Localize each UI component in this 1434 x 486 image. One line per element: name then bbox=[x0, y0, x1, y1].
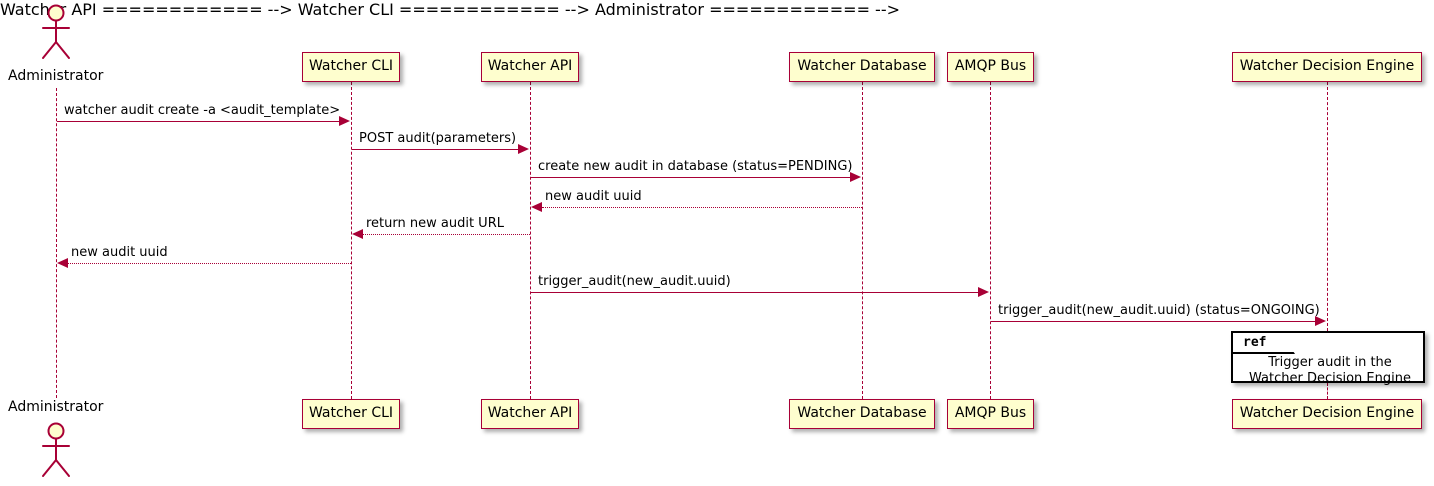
participant-amqp-bus-top[interactable]: AMQP Bus bbox=[947, 52, 1034, 82]
avatar-administrator-top bbox=[33, 4, 79, 60]
message-label-0: watcher audit create -a <audit_template> bbox=[64, 103, 341, 118]
lifeline-watcher-decision-engine bbox=[1327, 82, 1328, 331]
participant-label-administrator-top: Administrator bbox=[8, 68, 104, 84]
message-arrowhead-4 bbox=[352, 229, 363, 239]
avatar-administrator-bottom bbox=[33, 422, 79, 478]
participant-watcher-database-bottom[interactable]: Watcher Database bbox=[789, 399, 935, 429]
message-arrowhead-0 bbox=[339, 116, 350, 126]
lifeline-watcher-database bbox=[862, 82, 863, 399]
participant-watcher-decision-engine-top[interactable]: Watcher Decision Engine bbox=[1232, 52, 1422, 82]
message-line-1 bbox=[352, 149, 519, 150]
message-label-3: new audit uuid bbox=[545, 189, 642, 204]
participant-watcher-api-top[interactable]: Watcher API bbox=[481, 52, 579, 82]
participant-watcher-api-bottom[interactable]: Watcher API bbox=[481, 399, 579, 429]
lifeline-administrator bbox=[56, 88, 57, 398]
ref-fragment: ref Trigger audit in the Watcher Decisio… bbox=[1231, 331, 1425, 386]
participant-watcher-database-top[interactable]: Watcher Database bbox=[789, 52, 935, 82]
message-line-7 bbox=[991, 321, 1316, 322]
message-line-5 bbox=[68, 263, 351, 264]
ref-fragment-line2: Watcher Decision Engine bbox=[1249, 371, 1411, 386]
lifeline-amqp-bus bbox=[990, 82, 991, 399]
participant-watcher-cli-bottom[interactable]: Watcher CLI bbox=[302, 399, 400, 429]
participant-label-administrator-bottom: Administrator bbox=[8, 399, 104, 415]
message-arrowhead-2 bbox=[850, 172, 861, 182]
message-line-2 bbox=[531, 177, 851, 178]
message-label-4: return new audit URL bbox=[366, 216, 504, 231]
ref-fragment-line1: Trigger audit in the bbox=[1268, 355, 1392, 370]
ref-fragment-tab-label: ref bbox=[1243, 335, 1267, 350]
message-arrowhead-3 bbox=[531, 202, 542, 212]
message-line-0 bbox=[57, 121, 340, 122]
participant-watcher-decision-engine-bottom[interactable]: Watcher Decision Engine bbox=[1232, 399, 1422, 429]
message-line-6 bbox=[531, 292, 979, 293]
message-label-5: new audit uuid bbox=[71, 245, 168, 260]
message-arrowhead-1 bbox=[518, 144, 529, 154]
lifeline-watcher-cli bbox=[351, 82, 352, 399]
ref-fragment-tab bbox=[1233, 333, 1295, 354]
message-arrowhead-6 bbox=[978, 287, 989, 297]
message-label-7: trigger_audit(new_audit.uuid) (status=ON… bbox=[998, 303, 1320, 318]
lifeline-watcher-api bbox=[530, 82, 531, 399]
message-line-4 bbox=[363, 234, 530, 235]
message-label-1: POST audit(parameters) bbox=[359, 131, 517, 146]
message-arrowhead-7 bbox=[1315, 316, 1326, 326]
participant-watcher-cli-top[interactable]: Watcher CLI bbox=[302, 52, 400, 82]
message-arrowhead-5 bbox=[57, 258, 68, 268]
message-label-2: create new audit in database (status=PEN… bbox=[538, 159, 853, 174]
message-line-3 bbox=[542, 207, 862, 208]
message-label-6: trigger_audit(new_audit.uuid) bbox=[538, 274, 731, 289]
participant-amqp-bus-bottom[interactable]: AMQP Bus bbox=[947, 399, 1034, 429]
lifeline-watcher-decision-engine-lower bbox=[1327, 383, 1328, 399]
